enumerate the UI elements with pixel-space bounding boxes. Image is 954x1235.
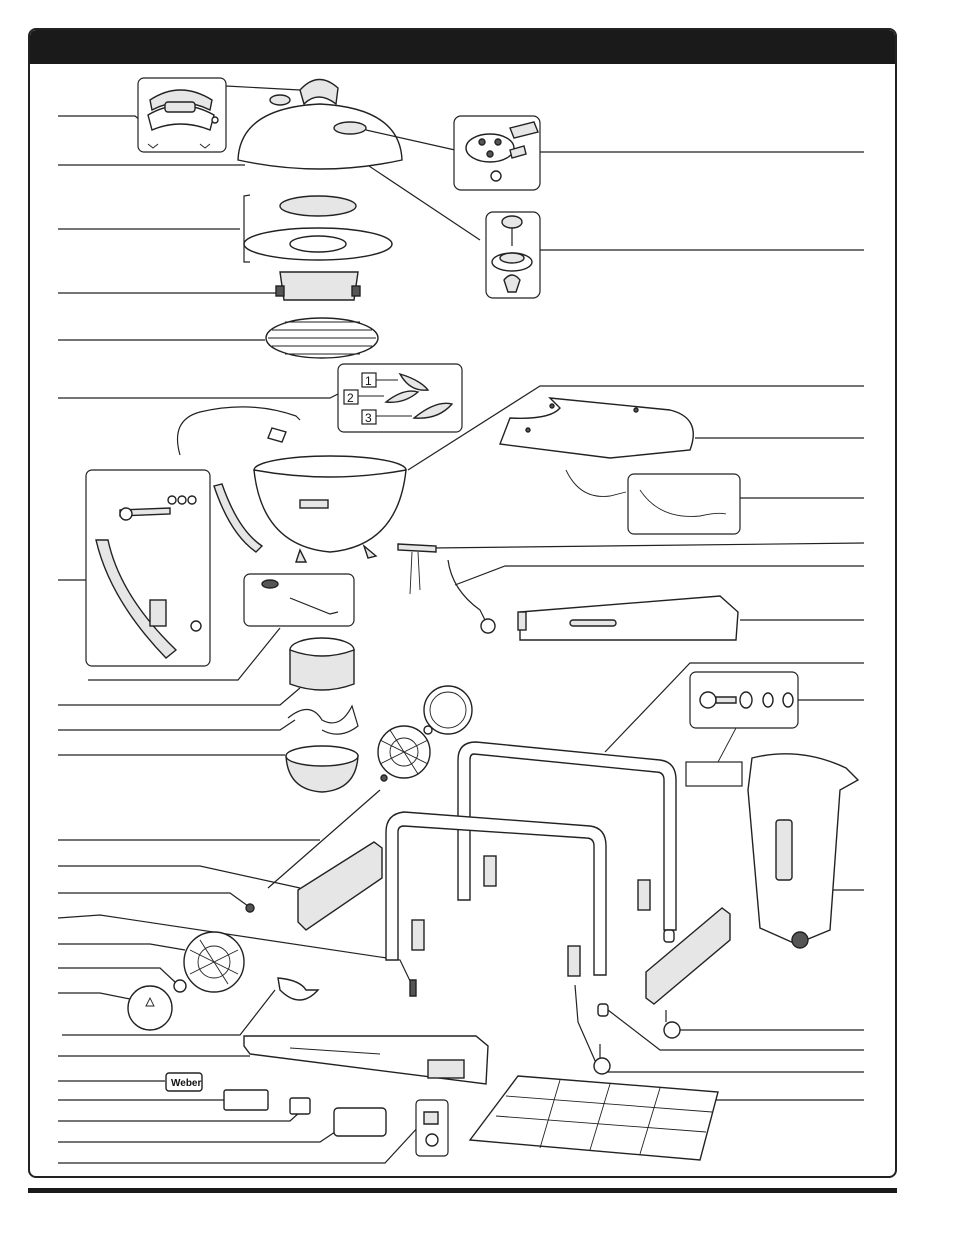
right-leader-lines — [407, 151, 865, 1101]
knob-kit — [415, 1099, 449, 1157]
leader-bolt — [57, 914, 413, 986]
side-panel-right — [645, 907, 731, 1005]
grill-bowl-icon — [253, 455, 407, 563]
leader-hubcap-nut — [58, 967, 176, 983]
kit-number-1: 1 — [365, 374, 372, 388]
axle-rod — [267, 789, 381, 889]
bracket-rods — [409, 551, 421, 595]
logo-plate: Weber — [165, 1072, 203, 1092]
igniter-wire — [447, 559, 487, 623]
leader-wheel — [58, 943, 186, 951]
cooking-grate — [243, 194, 393, 263]
control-panel — [333, 1107, 387, 1137]
side-table — [499, 397, 694, 459]
logo-text: Weber — [171, 1078, 201, 1089]
charcoal-grate — [265, 317, 379, 359]
leader-ash-ring — [58, 687, 301, 706]
hubcap-nut — [173, 979, 187, 993]
leader-lid-handle-left — [58, 115, 141, 121]
leader-knob — [58, 1124, 421, 1164]
bin-icon — [747, 753, 860, 949]
eyebolt-kit — [685, 671, 799, 787]
handle-bracket — [267, 427, 287, 443]
cable-kit — [565, 469, 741, 535]
lid-vent-knob — [269, 94, 291, 106]
badge-plate — [223, 1089, 269, 1111]
leader-foot — [607, 1009, 864, 1051]
rack-icon — [468, 1075, 719, 1161]
leg-kit — [85, 469, 211, 667]
lid-handle-inset — [137, 77, 227, 153]
thermometer-icon — [485, 211, 541, 299]
leader-cap-nut — [58, 892, 249, 907]
leader-ash-tool — [88, 627, 281, 681]
wheel-icon — [127, 685, 473, 1031]
grill-lid — [237, 103, 456, 170]
bracket — [397, 543, 437, 553]
bowl-leg — [213, 483, 264, 553]
leader-bowl — [407, 385, 864, 471]
leader-blade-kit — [58, 392, 341, 399]
side-panel-left — [297, 841, 383, 931]
clip — [277, 977, 320, 1001]
casters — [593, 929, 681, 1075]
leader-leg-bracket — [574, 984, 864, 1073]
left-leader-lines — [57, 115, 421, 1164]
blade-kit: 1 2 3 — [337, 363, 463, 433]
kit-number-2: 2 — [347, 391, 354, 405]
cap-nut — [245, 903, 255, 913]
kit-number-3: 3 — [365, 411, 372, 425]
leader-bracket — [431, 542, 865, 549]
cart-frame-icon — [385, 741, 677, 977]
ash-system — [243, 573, 359, 793]
lid-vent-icon — [453, 115, 541, 191]
leader-side-panel — [58, 865, 301, 889]
leader-hubcap — [58, 992, 136, 1001]
shelf — [517, 595, 739, 641]
igniter — [480, 618, 496, 634]
leader-igniter — [454, 565, 864, 586]
bolt — [409, 979, 417, 997]
leader-timer — [58, 1111, 301, 1122]
footer-rule — [28, 1188, 897, 1193]
front-panel — [243, 1035, 489, 1085]
charcoal-basket — [275, 271, 361, 301]
timer — [289, 1097, 311, 1115]
leader-control-panel — [58, 1131, 336, 1143]
hubcap — [127, 985, 173, 1031]
lid-handle-icon — [225, 78, 339, 106]
leader-frame — [604, 662, 864, 753]
leader-clip — [62, 989, 276, 1036]
header-bar — [30, 30, 895, 64]
bowl-handle-wire — [176, 406, 301, 456]
leader-ash-bracket — [58, 719, 296, 731]
